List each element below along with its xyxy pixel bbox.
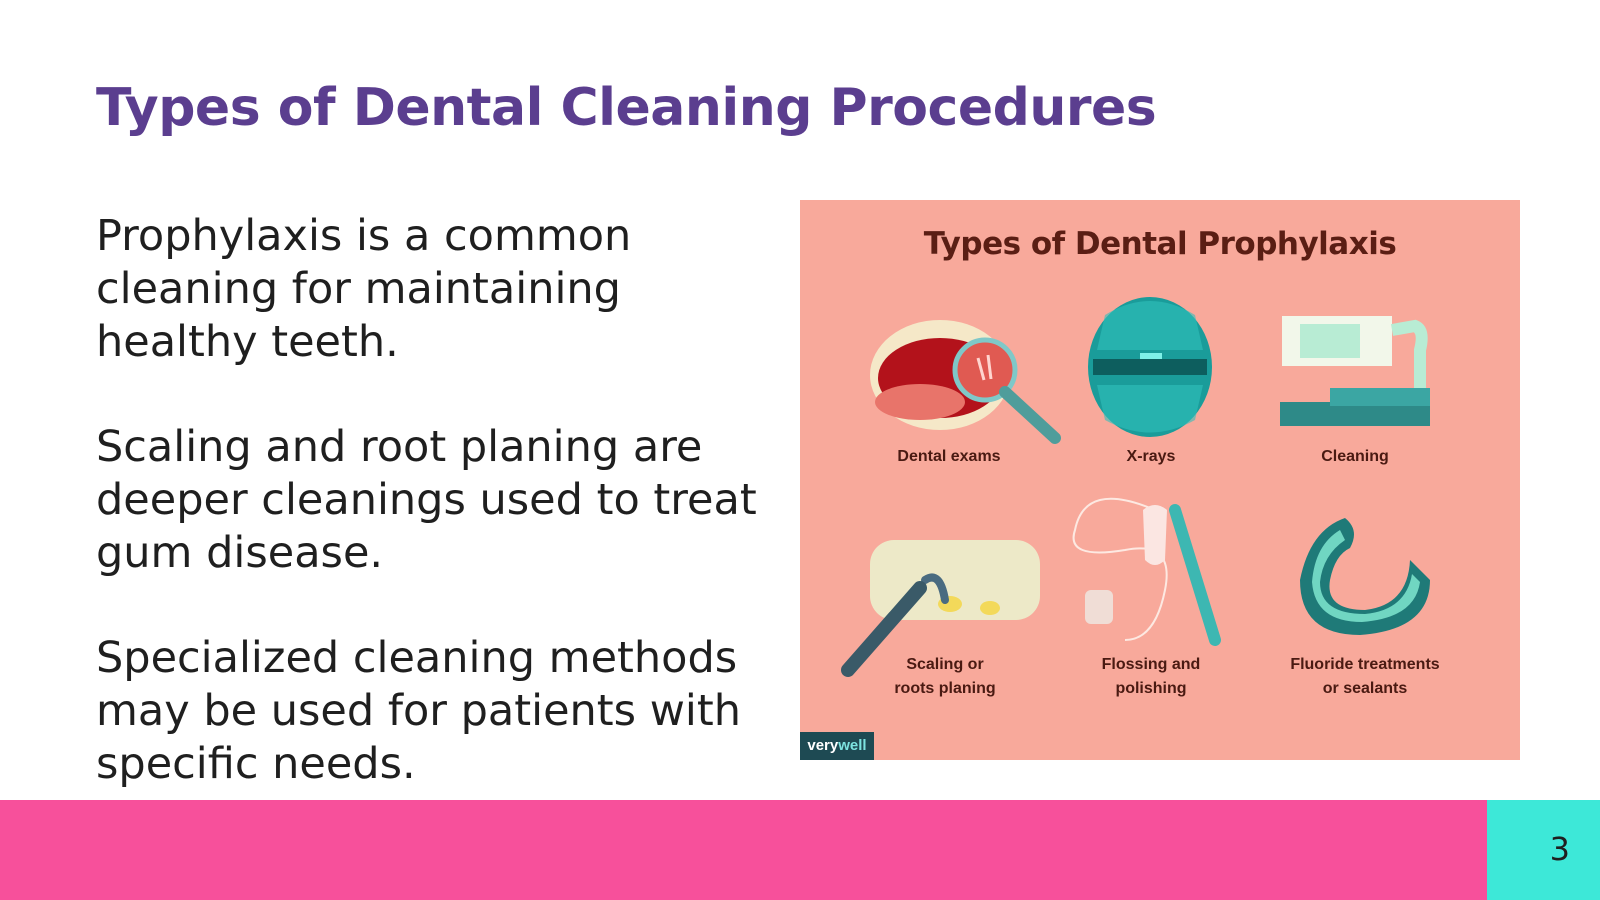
caption-flossing-line1: Flossing and [1101, 656, 1201, 673]
dental-prophylaxis-infographic: Types of Dental Prophylaxis Dental exams… [800, 200, 1520, 760]
footer-bar [0, 800, 1487, 900]
caption-flossing-line2: polishing [1115, 680, 1187, 697]
body-text: Prophylaxis is a common cleaning for mai… [96, 210, 786, 843]
floss-tooth-icon [1072, 497, 1221, 646]
caption-fluoride-line2: or sealants [1322, 680, 1408, 697]
caption-dental-exams-text: Dental exams [897, 448, 1001, 465]
caption-cleaning: Cleaning [1260, 445, 1450, 469]
caption-x-rays-text: X-rays [1126, 448, 1176, 465]
page-number-box: 3 [1487, 800, 1600, 900]
caption-cleaning-text: Cleaning [1321, 448, 1389, 465]
page-number: 3 [1549, 830, 1570, 868]
mouthguard-icon [1300, 518, 1430, 635]
caption-fluoride: Fluoride treatments or sealants [1270, 653, 1460, 701]
logo-well: well [838, 737, 867, 754]
paragraph-prophylaxis: Prophylaxis is a common cleaning for mai… [96, 211, 632, 367]
toothpaste-brush-icon [1280, 316, 1430, 426]
caption-x-rays: X-rays [1056, 445, 1246, 469]
caption-scaling: Scaling or roots planing [850, 653, 1040, 701]
logo-very: very [807, 737, 839, 754]
caption-flossing: Flossing and polishing [1056, 653, 1246, 701]
xray-teeth-icon [1088, 297, 1212, 437]
caption-fluoride-line1: Fluoride treatments [1290, 656, 1440, 673]
scaler-teeth-icon [841, 540, 1040, 677]
paragraph-scaling: Scaling and root planing are deeper clea… [96, 422, 757, 578]
caption-scaling-line1: Scaling or [906, 656, 984, 673]
verywell-logo: verywell [800, 732, 874, 760]
slide-title: Types of Dental Cleaning Procedures [96, 78, 1157, 138]
caption-dental-exams: Dental exams [854, 445, 1044, 469]
paragraph-specialized: Specialized cleaning methods may be used… [96, 633, 741, 789]
magnifier-mouth-icon [870, 320, 1061, 444]
infographic-title: Types of Dental Prophylaxis [923, 226, 1397, 262]
caption-scaling-line2: roots planing [894, 680, 996, 697]
